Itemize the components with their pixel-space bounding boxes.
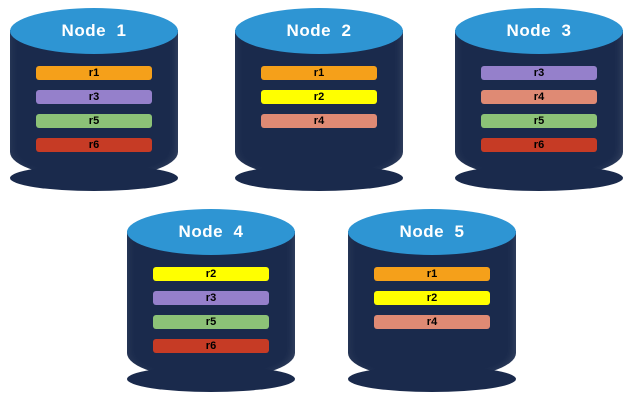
- database-node-cylinder[interactable]: Node 2 r1 r2 r4: [235, 8, 403, 191]
- cylinder-body: [235, 30, 403, 191]
- node-label: Node 1: [61, 21, 127, 40]
- replica-bar[interactable]: r5: [153, 315, 269, 329]
- replica-bar[interactable]: r6: [481, 138, 597, 152]
- replica-bar[interactable]: r3: [481, 66, 597, 80]
- replica-bar[interactable]: r6: [153, 339, 269, 353]
- replica-list: r1 r3 r5 r6: [36, 66, 152, 152]
- cylinder-top-ellipse: [455, 8, 623, 54]
- replica-bar[interactable]: r4: [261, 114, 377, 128]
- replica-list: r2 r3 r5 r6: [153, 267, 269, 353]
- replica-bar[interactable]: r2: [261, 90, 377, 104]
- replica-bar[interactable]: r6: [36, 138, 152, 152]
- replica-bar[interactable]: r1: [374, 267, 490, 281]
- cylinder-top-ellipse: [10, 8, 178, 54]
- replica-bar[interactable]: r3: [36, 90, 152, 104]
- replica-bar[interactable]: r4: [374, 315, 490, 329]
- database-node-cylinder[interactable]: Node 3 r3 r4 r5 r6: [455, 8, 623, 191]
- cylinder-body: [348, 231, 516, 392]
- database-node-cylinder[interactable]: Node 4 r2 r3 r5 r6: [127, 209, 295, 392]
- cylinder-top-ellipse: [348, 209, 516, 255]
- cylinder-body: [10, 30, 178, 191]
- cylinder-top-ellipse: [235, 8, 403, 54]
- node-label: Node 5: [399, 222, 465, 241]
- database-node-cylinder[interactable]: Node 1 r1 r3 r5 r6: [10, 8, 178, 191]
- node-label: Node 3: [506, 21, 572, 40]
- replica-list: r3 r4 r5 r6: [481, 66, 597, 152]
- replica-bar[interactable]: r4: [481, 90, 597, 104]
- cylinder-top-ellipse: [127, 209, 295, 255]
- replica-bar[interactable]: r2: [374, 291, 490, 305]
- replica-bar[interactable]: r5: [481, 114, 597, 128]
- cylinder-body: [127, 231, 295, 392]
- replica-bar[interactable]: r5: [36, 114, 152, 128]
- node-label: Node 4: [178, 222, 244, 241]
- database-node-cylinder[interactable]: Node 5 r1 r2 r4: [348, 209, 516, 392]
- replica-list: r1 r2 r4: [374, 267, 490, 329]
- replica-bar[interactable]: r1: [36, 66, 152, 80]
- replica-list: r1 r2 r4: [261, 66, 377, 128]
- node-label: Node 2: [286, 21, 352, 40]
- replica-bar[interactable]: r1: [261, 66, 377, 80]
- replica-bar[interactable]: r2: [153, 267, 269, 281]
- replica-bar[interactable]: r3: [153, 291, 269, 305]
- cylinder-body: [455, 30, 623, 191]
